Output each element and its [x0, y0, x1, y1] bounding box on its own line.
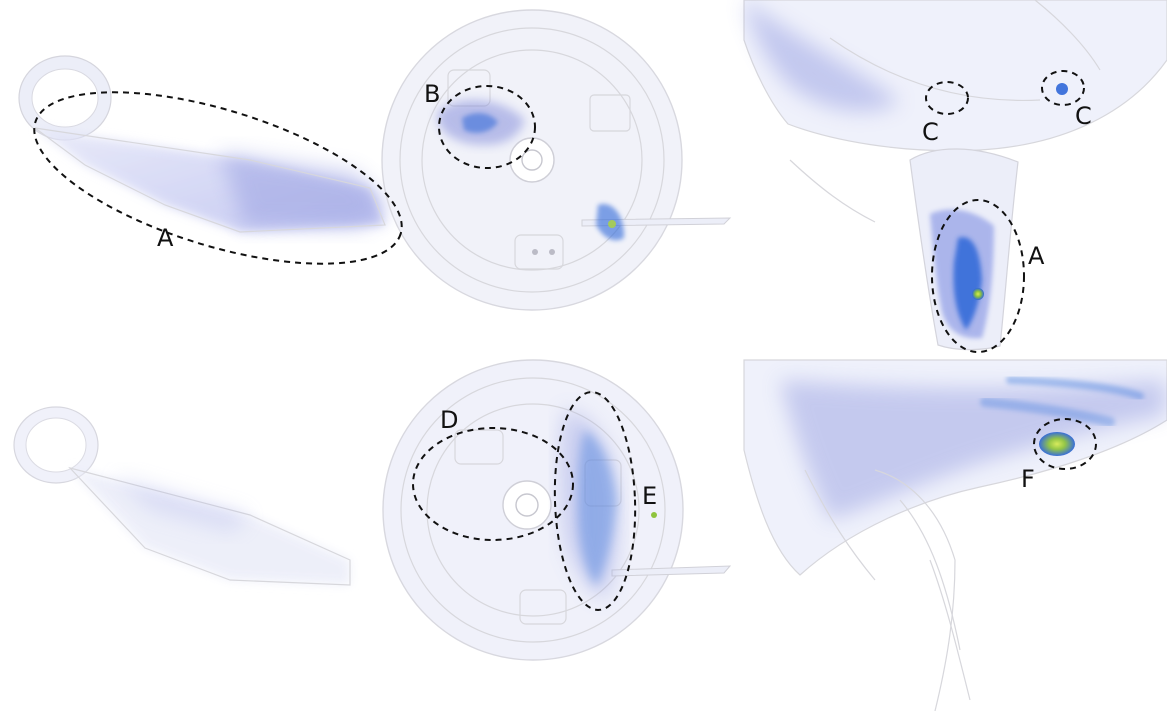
bottom-right-panel: F	[743, 359, 1167, 711]
top-right-annotations: C C A	[922, 70, 1092, 353]
callout-ellipse-f-bottom-right	[1033, 418, 1097, 470]
region-label-f-bottom-right: F	[1021, 465, 1035, 493]
top-left-annotations: A B	[33, 80, 536, 265]
callout-ellipse-e-bottom-left	[553, 391, 637, 611]
top-left-panel: A B	[18, 9, 732, 311]
top-right-panel: C C A	[743, 0, 1167, 353]
bottom-left-wheel-assembly	[382, 359, 732, 661]
callout-ellipse-d-bottom-left	[412, 427, 574, 541]
callout-ellipse-c-left-top-right	[925, 81, 969, 115]
top-left-wheel-assembly	[381, 9, 732, 311]
callout-ellipse-c-right-top-right	[1041, 70, 1085, 106]
top-left-arm-stress	[18, 55, 392, 233]
bottom-left-arm-stress	[13, 406, 351, 586]
region-label-a-top-left: A	[157, 224, 174, 252]
callout-ellipse-a-top-left	[33, 91, 403, 265]
region-label-b-top-left: B	[424, 80, 440, 108]
bottom-left-panel: D E	[13, 359, 732, 661]
region-label-d-bottom-left: D	[440, 406, 458, 434]
bottom-right-annotations: F	[1021, 418, 1097, 493]
callout-ellipse-a-top-right	[931, 199, 1025, 353]
bottom-left-annotations: D E	[412, 391, 657, 611]
region-label-c-left-top-right: C	[922, 118, 939, 146]
callout-ellipse-b-top-left	[438, 85, 536, 169]
region-label-a-top-right: A	[1028, 242, 1045, 270]
region-label-c-right-top-right: C	[1075, 102, 1092, 130]
region-label-e-bottom-left: E	[642, 482, 657, 510]
